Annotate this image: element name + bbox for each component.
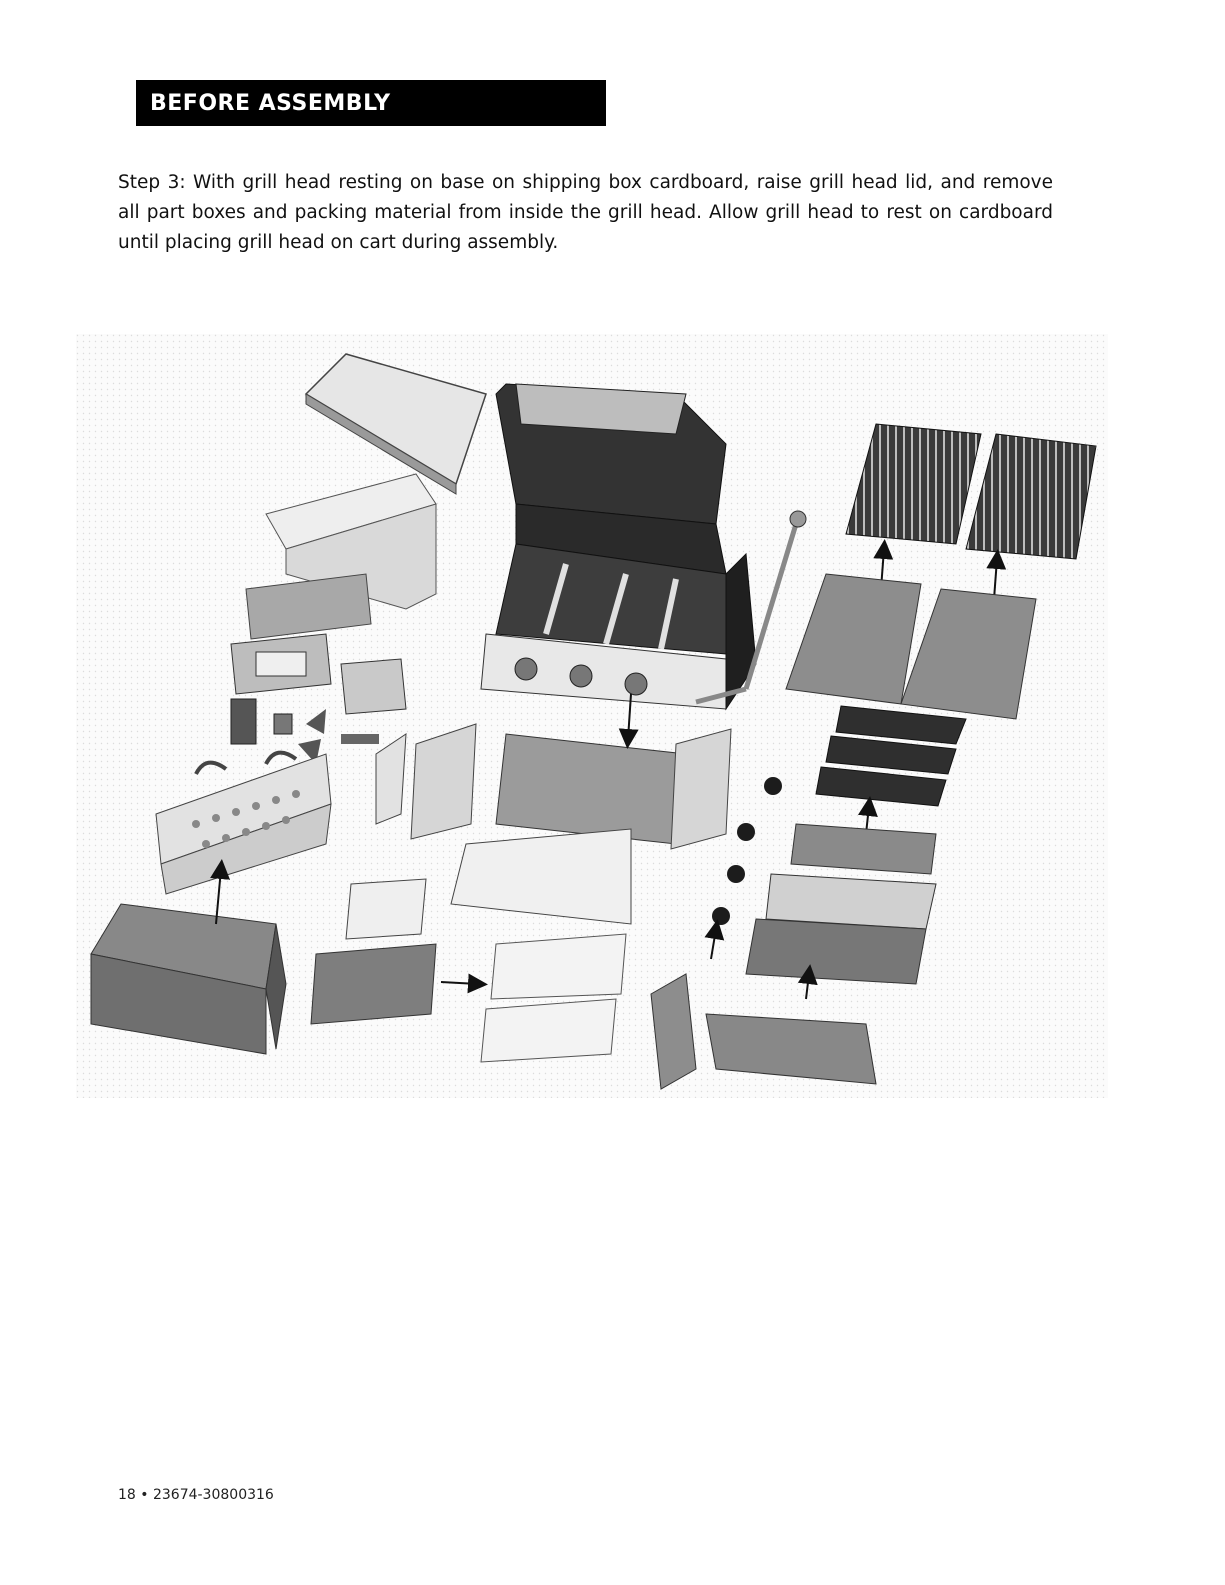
page-footer: 18 • 23674-30800316 [118,1487,274,1503]
section-banner: BEFORE ASSEMBLY [136,80,606,126]
exploded-grill-diagram [76,334,1108,1098]
section-title: BEFORE ASSEMBLY [150,91,391,116]
grill-head-part [481,384,756,709]
step-instructions: Step 3: With grill head resting on base … [118,168,1053,258]
page-reference: 18 • 23674-30800316 [118,1487,274,1503]
